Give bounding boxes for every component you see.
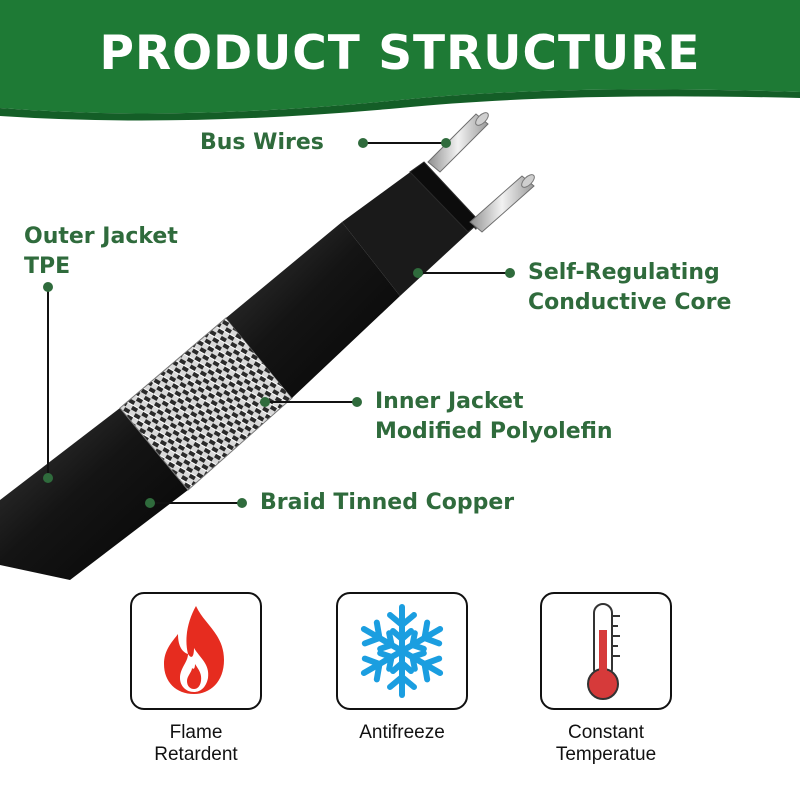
label-core-line1: Self-Regulating <box>528 260 720 285</box>
flame-icon <box>164 606 224 694</box>
caption-flame-line1: Flame <box>169 722 223 743</box>
label-outer-jacket-line2: TPE <box>24 254 71 279</box>
caption-temperature-line2: Temperatue <box>555 744 657 765</box>
label-outer-jacket: Outer Jacket TPE <box>24 222 178 282</box>
caption-antifreeze: Antifreeze <box>322 722 482 744</box>
label-inner-jacket: Inner Jacket Modified Polyolefin <box>375 387 613 447</box>
header-banner: PRODUCT STRUCTURE <box>0 0 800 125</box>
caption-flame-line2: Retardent <box>154 744 238 765</box>
caption-temperature: Constant Temperatue <box>526 722 686 766</box>
label-outer-jacket-line1: Outer Jacket <box>24 224 178 249</box>
label-bus-wires: Bus Wires <box>200 130 324 155</box>
leader-dots <box>43 138 515 508</box>
leader-lines <box>47 142 510 504</box>
bus-wire-lower <box>469 175 535 233</box>
header-wave <box>0 0 800 121</box>
snowflake-icon <box>360 604 444 698</box>
feature-card-flame <box>130 592 262 710</box>
caption-flame: Flame Retardent <box>116 722 276 766</box>
feature-card-temperature <box>540 592 672 710</box>
braid-layer <box>120 318 292 490</box>
outer-jacket <box>0 408 188 580</box>
label-inner-jacket-line1: Inner Jacket <box>375 389 524 414</box>
thermometer-icon <box>587 603 620 700</box>
caption-temperature-line1: Constant <box>567 722 645 743</box>
bus-wire-upper <box>427 113 489 173</box>
inner-jacket <box>226 222 400 398</box>
caption-antifreeze-line1: Antifreeze <box>359 722 445 743</box>
feature-card-antifreeze <box>336 592 468 710</box>
label-conductive-core: Self-Regulating Conductive Core <box>528 258 731 318</box>
label-core-line2: Conductive Core <box>528 290 732 315</box>
label-inner-jacket-line2: Modified Polyolefin <box>375 419 613 444</box>
page-title: PRODUCT STRUCTURE <box>99 26 701 81</box>
label-braid: Braid Tinned Copper <box>260 490 515 515</box>
